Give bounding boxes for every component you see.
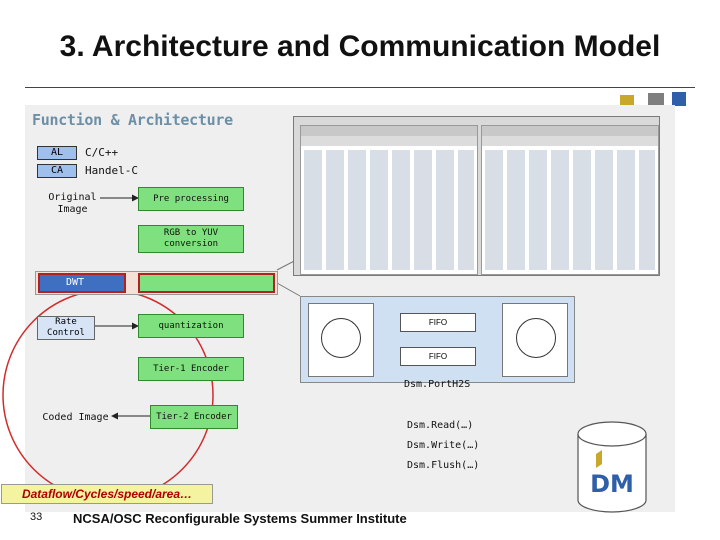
al-language: C/C++ xyxy=(85,146,119,159)
dsm-monitor-screenshot xyxy=(293,116,660,276)
slide-title: 3. Architecture and Communication Model xyxy=(59,30,661,63)
host-process-node xyxy=(321,318,361,358)
dsm-flush-call: Dsm.Flush(…) xyxy=(407,460,480,471)
fifo-top: FIFO xyxy=(400,313,476,332)
original-image-label: Original Image xyxy=(48,192,97,215)
ca-language: Handel-C xyxy=(85,164,138,177)
fpga-process-node xyxy=(516,318,556,358)
tier2-encoder-box: Tier-2 Encoder xyxy=(150,405,238,429)
al-tag: AL xyxy=(37,146,77,160)
title-rule xyxy=(25,87,695,88)
window-header xyxy=(301,126,477,136)
ca-tag: CA xyxy=(37,164,77,178)
quantization-box: quantization xyxy=(138,314,244,338)
window-toolbar xyxy=(482,136,658,146)
monitor-window-left xyxy=(300,125,478,275)
window-toolbar xyxy=(301,136,477,146)
dsm-database-logo: DM xyxy=(577,421,647,513)
panel-title: Function & Architecture xyxy=(32,111,233,129)
fifo-bottom: FIFO xyxy=(400,347,476,366)
dsm-logo-text: DM xyxy=(590,470,634,498)
deco-square-gray xyxy=(648,93,664,107)
dwt-hardware-box xyxy=(138,273,275,293)
tier1-encoder-box: Tier-1 Encoder xyxy=(138,357,244,381)
window-header xyxy=(482,126,658,136)
deco-square-blue xyxy=(672,92,686,106)
dsm-port-label: Dsm.PortH2S xyxy=(404,379,471,390)
dwt-box: DWT xyxy=(38,273,126,293)
dsm-write-call: Dsm.Write(…) xyxy=(407,440,480,451)
pre-processing-box: Pre processing xyxy=(138,187,244,211)
slide-number: 33 xyxy=(30,511,43,523)
dataflow-callout: Dataflow/Cycles/speed/area… xyxy=(1,484,213,504)
coded-image-label: Coded Image xyxy=(42,412,109,423)
rgb-yuv-box: RGB to YUV conversion xyxy=(138,225,244,253)
rate-control-box: Rate Control xyxy=(37,316,95,340)
footer-text: NCSA/OSC Reconfigurable Systems Summer I… xyxy=(73,511,407,526)
dsm-read-call: Dsm.Read(…) xyxy=(407,420,474,431)
monitor-window-right xyxy=(481,125,659,275)
